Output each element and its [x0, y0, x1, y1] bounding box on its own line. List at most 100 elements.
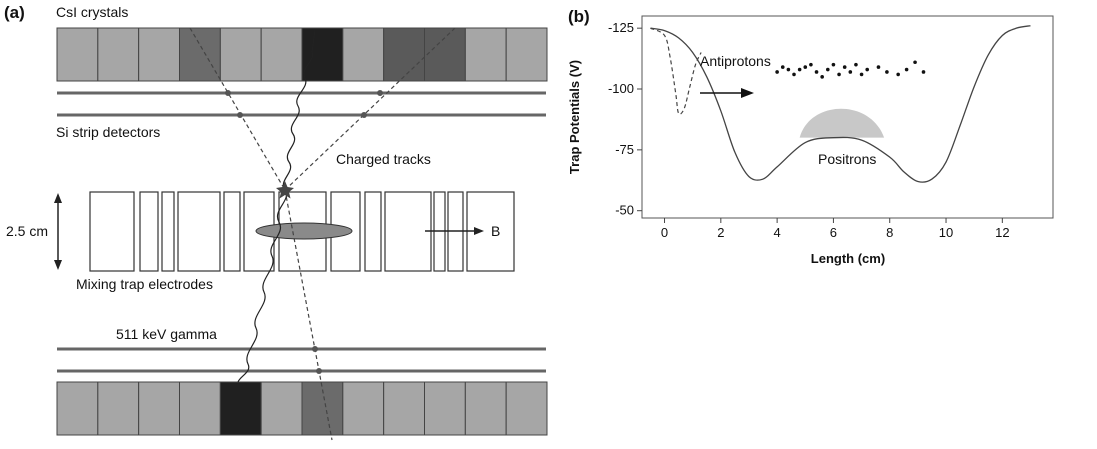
csi-crystal	[219, 381, 262, 436]
antiproton-dot	[775, 70, 779, 74]
b-field-label: B	[491, 223, 500, 239]
strip-hits	[225, 90, 383, 374]
electrode	[384, 191, 432, 272]
antiproton-dot	[797, 67, 802, 72]
plot-frame	[641, 15, 1054, 219]
x-tick-label: 10	[939, 225, 953, 240]
antiproton-dot	[820, 75, 824, 79]
gamma-ray-down	[237, 189, 288, 383]
y-tick-label: -125	[608, 20, 634, 35]
csi-crystal	[56, 27, 99, 82]
y-tick-label: -50	[615, 203, 634, 218]
dimension-label: 2.5 cm	[6, 223, 48, 239]
csi-crystal	[260, 381, 303, 436]
antiproton-dot	[825, 67, 830, 72]
panel-b-label: (b)	[568, 7, 590, 26]
b-field-arrowhead	[474, 227, 484, 235]
csi-crystal	[505, 381, 548, 436]
antiproton-dot	[803, 65, 808, 69]
gamma-rays	[237, 29, 316, 383]
y-axis-ticks: -125 -100 -75 -50	[608, 20, 642, 218]
antiproton-dot	[780, 65, 785, 69]
csi-crystal	[342, 27, 385, 82]
antiproton-dot	[814, 70, 819, 74]
electrode	[89, 191, 135, 272]
antiproton-dot	[896, 72, 900, 77]
antiproton-well-curve	[650, 27, 702, 115]
charged-tracks	[189, 27, 456, 441]
csi-crystal	[179, 381, 221, 436]
y-tick-label: -100	[608, 81, 634, 96]
x-axis-title: Length (cm)	[811, 251, 885, 266]
csi-crystal	[383, 27, 425, 82]
csi-crystal	[342, 381, 385, 436]
antiproton-dot	[859, 72, 864, 77]
csi-crystal	[56, 381, 99, 436]
mixing-trap-electrodes-label: Mixing trap electrodes	[76, 276, 213, 292]
dimension-arrow-down	[54, 260, 62, 270]
x-tick-label: 6	[830, 225, 837, 240]
plasma-cloud	[255, 222, 353, 240]
csi-crystal	[301, 27, 344, 82]
positrons-label: Positrons	[818, 151, 876, 167]
panel-a-label: (a)	[4, 3, 25, 22]
antiproton-dot	[786, 67, 791, 72]
antiproton-dot	[876, 65, 881, 69]
top-csi-crystal-row	[56, 27, 548, 82]
csi-crystal	[179, 27, 221, 82]
y-axis-title: Trap Potentials (V)	[567, 60, 582, 174]
csi-crystal	[424, 27, 466, 82]
antiprotons-label: Antiprotons	[700, 53, 771, 69]
csi-crystal	[260, 27, 303, 82]
charged-track-down	[284, 189, 333, 441]
csi-crystal	[383, 381, 425, 436]
csi-crystal	[97, 27, 140, 82]
panel-a: (a) CsI crystals Si strip detectors	[4, 3, 548, 441]
antiproton-dot	[904, 67, 909, 72]
dimension-arrow-up	[54, 193, 62, 203]
gamma-label: 511 keV gamma	[116, 326, 217, 342]
electrode	[161, 191, 175, 272]
antiproton-dot	[837, 72, 841, 77]
antiproton-dot	[913, 60, 917, 65]
hit-dot	[312, 346, 318, 352]
hit-dot	[237, 112, 243, 118]
x-tick-label: 0	[661, 225, 668, 240]
antiproton-dot	[831, 62, 836, 67]
x-tick-label: 2	[717, 225, 724, 240]
hit-dot	[316, 368, 322, 374]
hit-dot	[361, 112, 367, 118]
csi-crystal	[138, 27, 181, 82]
y-tick-label: -75	[615, 142, 634, 157]
antiproton-dot	[854, 62, 858, 67]
antiproton-dot	[885, 70, 889, 74]
csi-crystal	[464, 381, 507, 436]
bottom-csi-crystal-row	[56, 381, 548, 436]
x-tick-label: 4	[774, 225, 781, 240]
annihilation-vertex-star	[276, 181, 294, 199]
antiproton-dot	[809, 62, 813, 67]
csi-crystal	[219, 27, 262, 82]
hit-dot	[377, 90, 383, 96]
x-tick-label: 8	[886, 225, 893, 240]
antiproton-dot	[848, 70, 853, 74]
positron-cloud	[799, 108, 885, 138]
antiproton-dot	[865, 67, 870, 72]
trap-potential-curve	[650, 25, 1031, 183]
charged-tracks-label: Charged tracks	[336, 151, 431, 167]
hit-dot	[225, 90, 231, 96]
electrode	[223, 191, 241, 272]
antiproton-dot	[842, 65, 847, 69]
antiproton-dot	[792, 72, 796, 77]
gamma-ray-up	[282, 29, 316, 191]
electrode	[139, 191, 159, 272]
antiproton-dots	[775, 60, 926, 79]
csi-crystal	[464, 27, 507, 82]
csi-crystal	[424, 381, 466, 436]
si-strip-detectors-label: Si strip detectors	[56, 124, 160, 140]
antiproton-arrowhead	[741, 88, 754, 98]
antiproton-dot	[921, 70, 926, 74]
